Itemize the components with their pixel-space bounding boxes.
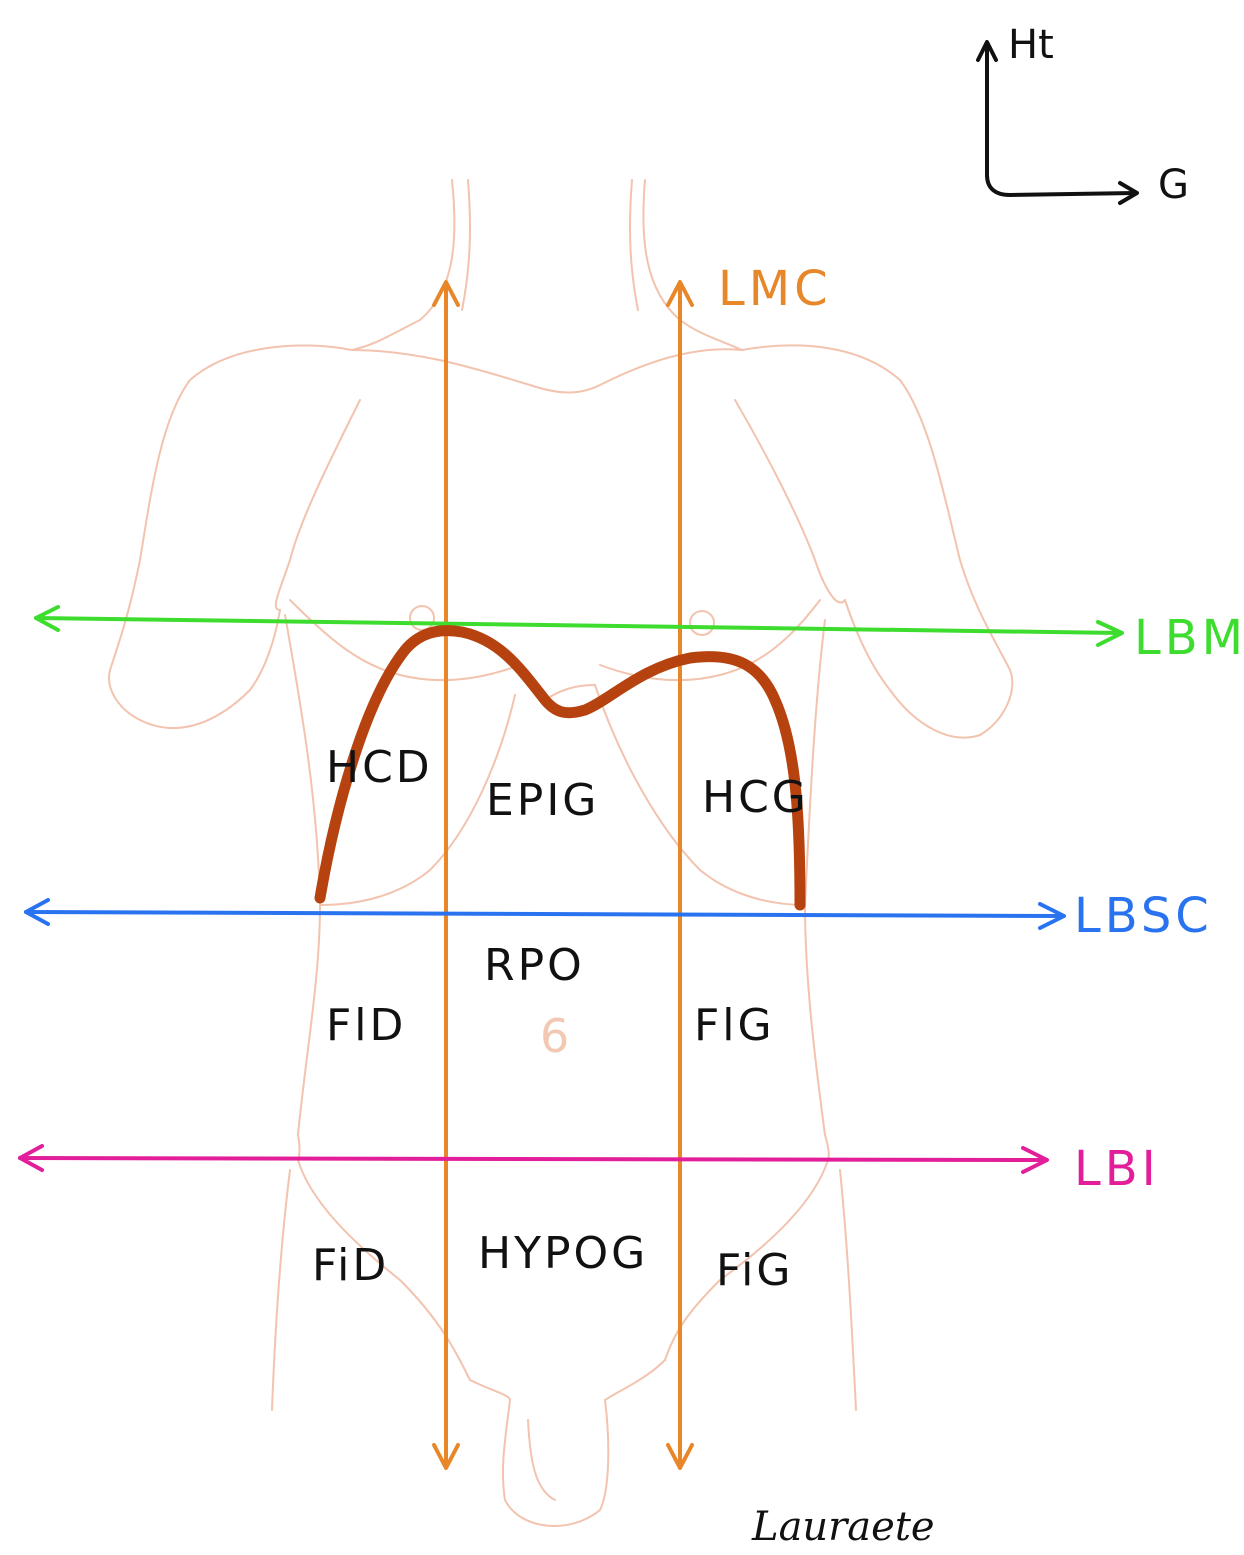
region-hypog: HYPOG [478,1228,648,1279]
lbm-line-group [36,607,1122,645]
lbm-label: LBM [1134,610,1244,666]
region-hcg: HCG [702,772,809,823]
region-epig: EPIG [486,775,599,826]
region-fld: FlD [326,1000,406,1051]
region-fid: FiD [312,1240,389,1291]
lmc-label: LMC [718,261,832,317]
lbsc-label: LBSC [1074,888,1213,944]
region-rpo: RPO [484,940,585,991]
vertical-lines [434,282,692,1468]
up-label: Ht [1008,22,1054,68]
lbsc-line [26,912,1062,916]
lbi-label: LBI [1074,1141,1160,1197]
signature: Lauraete [751,1504,935,1550]
right-label: G [1158,162,1189,208]
lbm-line [36,618,1120,633]
region-flg: FlG [694,1000,775,1051]
lbi-line-group [20,1146,1047,1172]
region-fig: FiG [716,1245,793,1296]
region-hcd: HCD [326,742,433,793]
orientation-indicator: Ht G [978,22,1189,208]
faint-number: 6 [540,1009,569,1063]
lbsc-line-group [26,900,1064,928]
body-outline [109,180,1012,1526]
lbi-line [20,1158,1045,1160]
